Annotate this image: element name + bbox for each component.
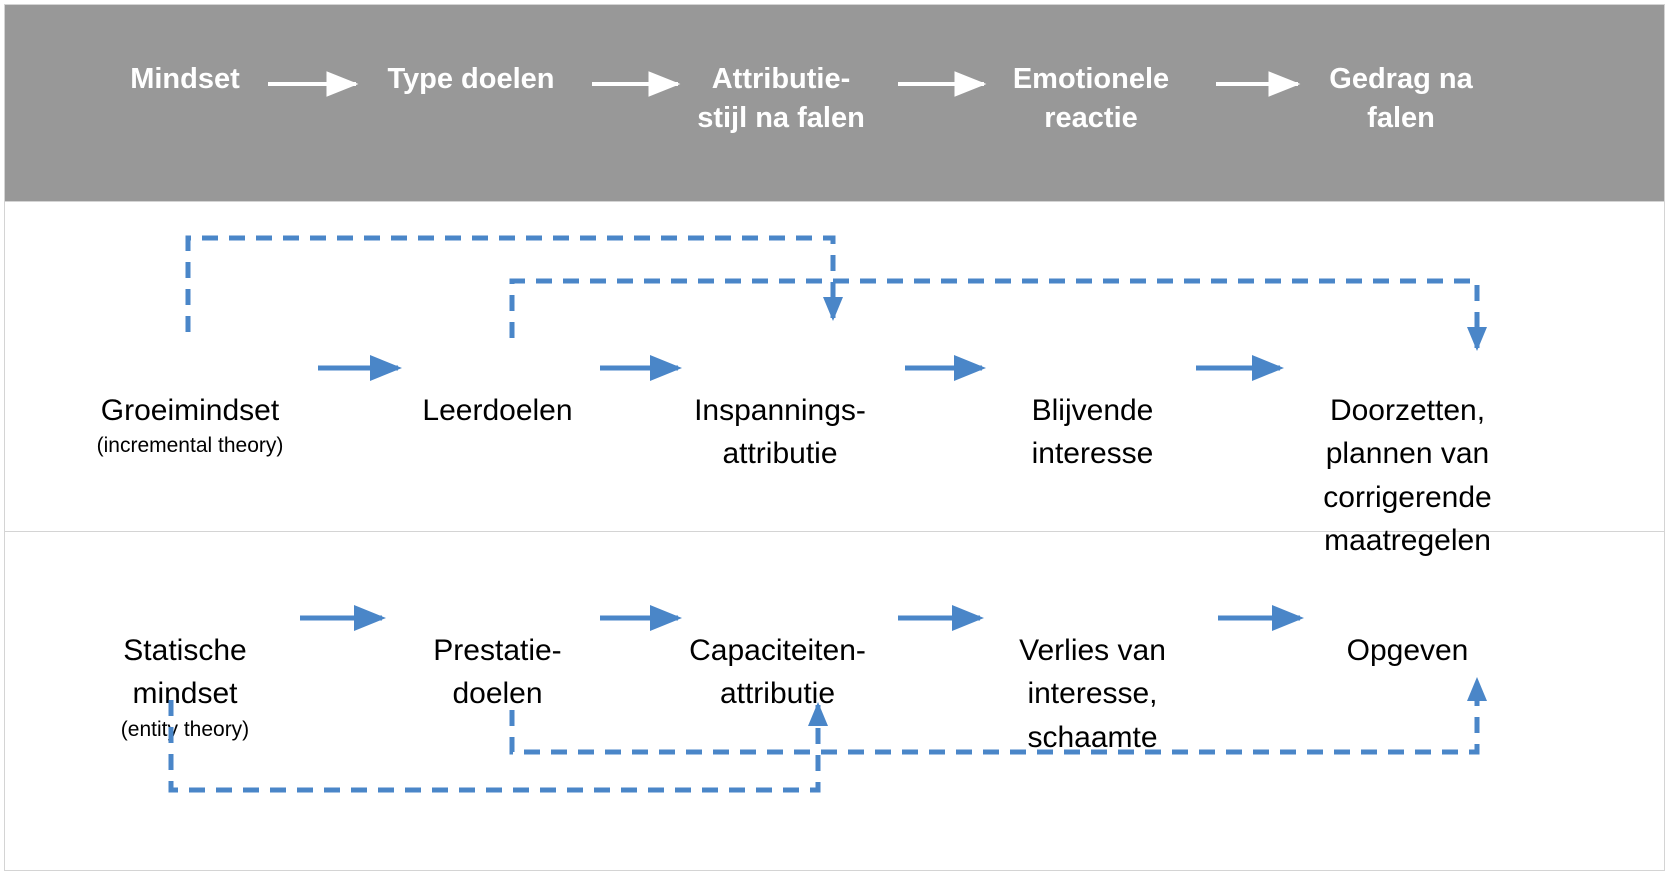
node-doorzetten-label: Doorzetten, plannen van corrigerende maa… [1323, 393, 1492, 558]
node-statische-mindset-sublabel: (entity theory) [120, 717, 250, 741]
node-capaciteiten-attributie-label: Capaciteiten- attributie [689, 633, 866, 711]
header-stage-mindset: Mindset [130, 63, 240, 95]
node-leerdoelen-label: Leerdoelen [422, 393, 573, 427]
header-stage-emotionele-reactie: Emotionele reactie [1012, 63, 1170, 134]
node-prestatie-doelen-label: Prestatie- doelen [433, 633, 562, 711]
row-separator-middle [4, 531, 1665, 532]
node-opgeven: Opgeven [1300, 585, 1515, 672]
node-statische-mindset-label: Statische mindset [123, 633, 247, 711]
node-prestatie-doelen: Prestatie- doelen [385, 585, 610, 716]
header-band [4, 4, 1665, 201]
node-groeimindset-label: Groeimindset [100, 393, 280, 427]
node-groeimindset: Groeimindset (incremental theory) [55, 345, 325, 503]
header-stage-attributie: Attributie- stijl na falen [697, 63, 865, 134]
node-inspannings-attributie: Inspannings- attributie [660, 345, 900, 476]
header-stage-gedrag-na-falen: Gedrag na falen [1329, 63, 1473, 134]
feedback-loop-groeimindset-to-inspannings [185, 235, 843, 332]
node-capaciteiten-attributie: Capaciteiten- attributie [655, 585, 900, 716]
node-doorzetten: Doorzetten, plannen van corrigerende maa… [1285, 345, 1530, 563]
node-inspannings-attributie-label: Inspannings- attributie [694, 393, 866, 471]
node-opgeven-label: Opgeven [1346, 633, 1469, 667]
node-blijvende-interesse-label: Blijvende interesse [1031, 393, 1154, 471]
header-stage-type-doelen: Type doelen [387, 63, 555, 95]
node-leerdoelen: Leerdoelen [385, 345, 610, 432]
row-separator-header [4, 201, 1665, 202]
node-groeimindset-sublabel: (incremental theory) [96, 434, 284, 457]
node-verlies-van-interesse: Verlies van interesse, schaamte [975, 585, 1210, 759]
node-blijvende-interesse: Blijvende interesse [975, 345, 1210, 476]
feedback-loop-leerdoelen-to-doorzetten [509, 278, 1487, 352]
node-statische-mindset: Statische mindset (entity theory) [60, 585, 310, 786]
node-verlies-van-interesse-label: Verlies van interesse, schaamte [1019, 633, 1166, 754]
